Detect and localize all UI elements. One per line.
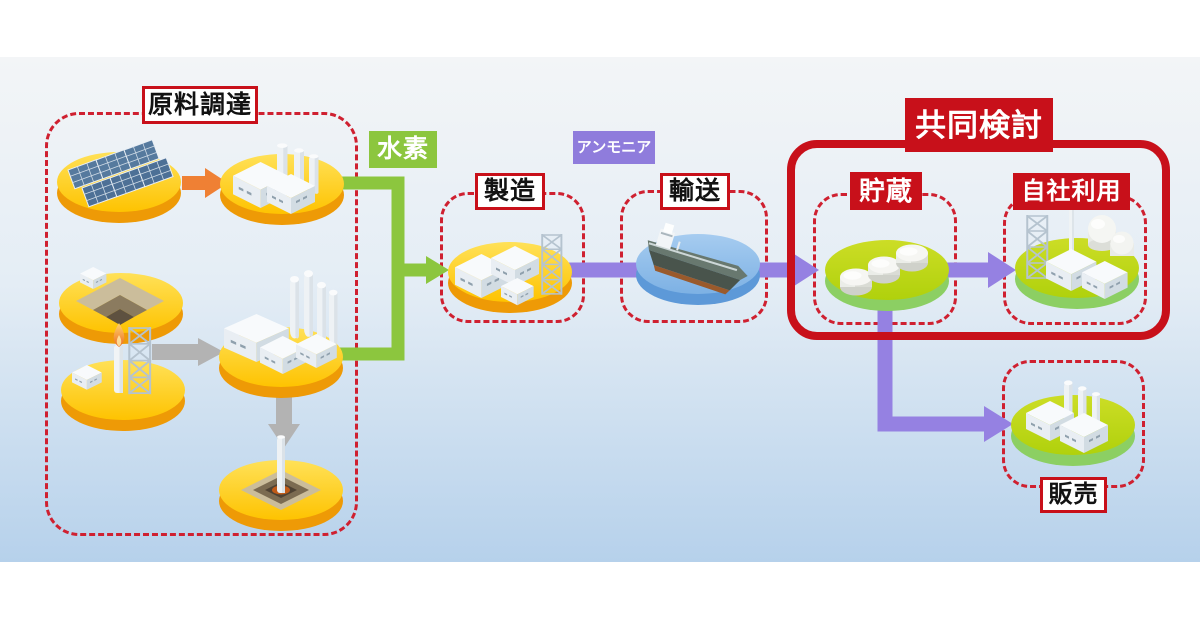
storage-to-ownuse-head	[988, 252, 1016, 288]
hydrogen-tag: 水素	[369, 131, 437, 168]
open-pit-mine-icon	[59, 267, 183, 344]
joint-study-label: 共同検討	[905, 98, 1053, 152]
ammonia-arrow-head	[791, 252, 819, 288]
ammonia-tag: アンモニア	[573, 131, 655, 164]
procurement-label: 原料調達	[142, 86, 258, 124]
tanker-ship-icon	[636, 222, 760, 305]
joint-study-box	[787, 140, 1170, 340]
sales-factory-icon	[1011, 380, 1135, 466]
storage-to-sales-line	[877, 300, 986, 432]
hydrogen-arrow-head	[426, 256, 449, 284]
solar-panel-farm-icon	[57, 139, 181, 223]
gas-to-plant-arrow	[152, 338, 224, 366]
manufacturing-label: 製造	[475, 173, 545, 210]
storage-tanks-icon	[825, 240, 949, 311]
hydrogen-flow-line	[338, 176, 405, 361]
gas-flare-tower-icon	[61, 323, 185, 431]
own-use-label: 自社利用	[1013, 173, 1130, 210]
gas-processing-plant-icon	[219, 270, 343, 398]
storage-label: 貯蔵	[850, 172, 922, 210]
sales-label: 販売	[1040, 477, 1107, 513]
plant-to-well-arrow	[268, 397, 300, 448]
power-plant-icon	[1015, 193, 1139, 309]
solar-to-plant-arrow	[182, 168, 228, 198]
factory-chimneys-icon	[220, 143, 344, 225]
storage-to-sales-head	[984, 406, 1013, 442]
ammonia-plant-icon	[448, 233, 572, 313]
injection-well-icon	[219, 435, 343, 531]
transport-label: 輸送	[660, 173, 730, 210]
